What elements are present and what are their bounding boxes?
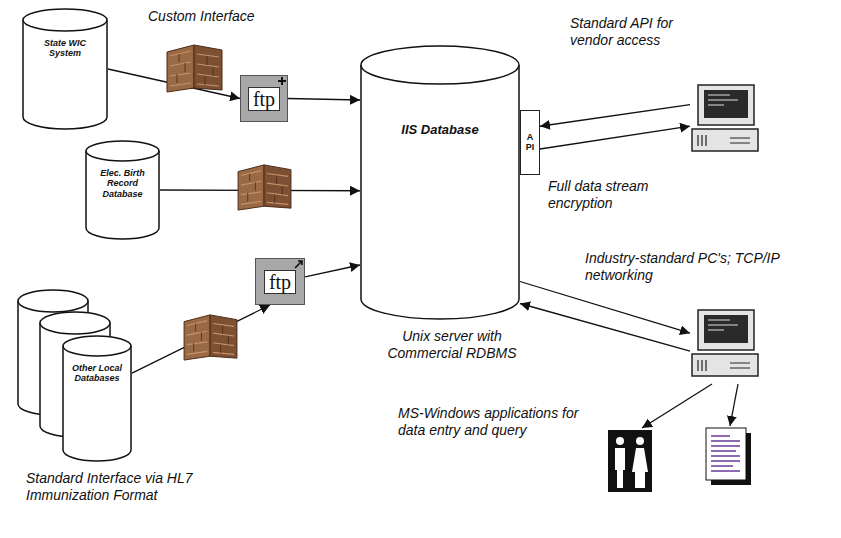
- cylinder-outline: [360, 45, 520, 320]
- box-label: ftp: [248, 87, 280, 111]
- ftp-box: ftp: [240, 75, 288, 122]
- application-arrows: [642, 384, 712, 428]
- document-icon: [706, 428, 751, 485]
- box-label: API: [526, 133, 535, 153]
- cylinder-top: [86, 141, 159, 161]
- unit-slots: [698, 360, 750, 371]
- people-icon: [608, 430, 652, 492]
- people-icon: [616, 437, 624, 445]
- system-unit: [692, 354, 758, 376]
- ftp-glyph: [278, 77, 286, 85]
- annotation-label: Custom Interface: [148, 8, 298, 25]
- back-database-cylinders: [40, 312, 110, 334]
- monitor-screen: [704, 315, 748, 343]
- annotation-label: MS-Windows applications for data entry a…: [398, 405, 590, 439]
- document-icon: [711, 436, 740, 471]
- box-label: ftp: [264, 270, 296, 294]
- back-database-cylinders: [18, 290, 88, 312]
- data-flow-arrow: [540, 126, 690, 149]
- data-flow-arrow: [288, 99, 360, 101]
- cylinder-body: [86, 151, 159, 239]
- cylinder-body: [361, 65, 519, 319]
- cylinder-top: [63, 336, 131, 356]
- people-icon: [615, 448, 625, 488]
- monitor: [698, 310, 754, 350]
- data-flow-arrow: [520, 304, 690, 352]
- monitor: [698, 85, 754, 125]
- client-computer: Industry-standard PC's; TCP/IP networkin…: [585, 250, 780, 382]
- database-cylinder: Elec. Birth Record Database: [85, 140, 160, 240]
- custom-interface-icon: [167, 45, 222, 92]
- data-flow-arrow: [132, 305, 270, 373]
- computer-caption: Industry-standard PC's; TCP/IP networkin…: [585, 250, 780, 284]
- database-name: IIS Database: [368, 123, 512, 138]
- screen-lines: [708, 320, 738, 330]
- monitor-screen: [704, 90, 748, 118]
- screen-lines: [708, 95, 738, 105]
- cylinder-top: [361, 46, 519, 84]
- api-box: API: [520, 110, 540, 175]
- computer-drawing: [690, 308, 760, 380]
- database-cylinder: Other Local Databases: [62, 335, 132, 462]
- cylinder-body: [63, 346, 131, 461]
- cylinder-body: [23, 20, 107, 129]
- application-arrows: [730, 384, 738, 426]
- database-name: State WIC System: [30, 38, 100, 59]
- people-icon: [608, 430, 652, 492]
- system-unit: [692, 129, 758, 151]
- ftp-glyph: [294, 259, 304, 269]
- data-flow-arrow: [305, 265, 360, 277]
- computer-icon: [690, 83, 760, 155]
- application-arrows: [642, 384, 738, 428]
- people-icon: [636, 437, 644, 445]
- data-flow-arrow: [520, 282, 690, 334]
- computer-icon: [690, 308, 760, 380]
- cylinder-outline: [62, 335, 132, 462]
- annotation-label: Standard Interface via HL7 Immunization …: [26, 470, 206, 504]
- server-database-cylinder: IIS Database: [360, 45, 520, 320]
- annotation-label: Unix server with Commercial RDBMS: [372, 328, 532, 362]
- data-flow-arrow: [540, 105, 690, 127]
- people-icon: [632, 448, 648, 488]
- computer-drawing: [690, 83, 760, 155]
- interface-icon: [238, 165, 291, 210]
- document-icon: [706, 428, 746, 480]
- database-name: Elec. Birth Record Database: [93, 168, 152, 199]
- ftp-glyph: [295, 261, 302, 268]
- cylinder-top: [23, 9, 107, 31]
- database-cylinder: State WIC System: [22, 8, 108, 130]
- vendor-computer: Standard API for vendor access: [570, 15, 765, 160]
- ftp-glyph: [277, 76, 287, 86]
- cylinder-outline: [22, 8, 108, 130]
- hl7-interface-icon: [184, 315, 237, 360]
- database-name: Other Local Databases: [70, 363, 124, 384]
- computer-caption: Standard API for vendor access: [570, 15, 710, 49]
- annotation-label: Full data stream encryption: [548, 178, 678, 212]
- unit-slots: [698, 135, 750, 146]
- ftp-box: ftp: [255, 258, 305, 305]
